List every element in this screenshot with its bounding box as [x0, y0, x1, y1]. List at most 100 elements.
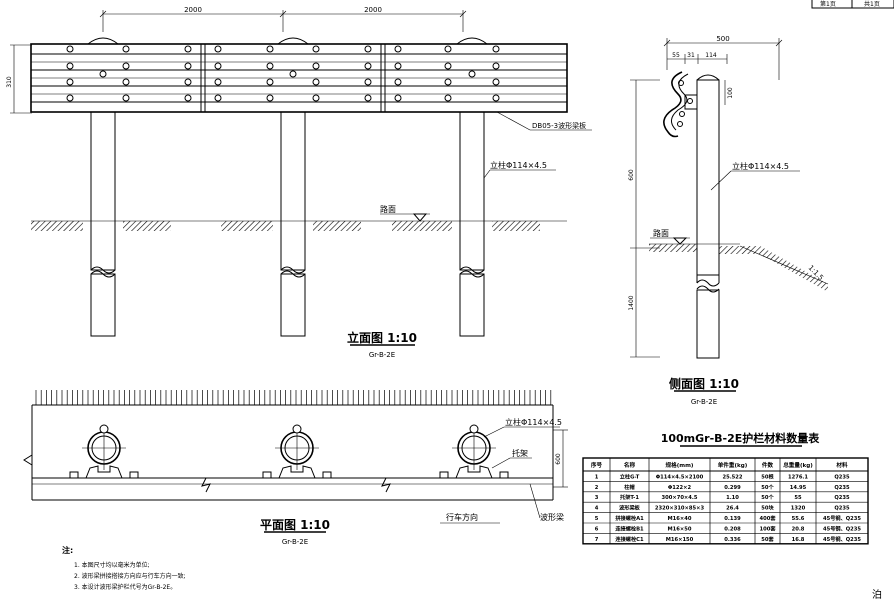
table-cell: Q235 — [834, 495, 850, 501]
table-cell: 300×70×4.5 — [662, 495, 698, 501]
plan-bracket-label-text: 托架 — [512, 448, 528, 458]
side-dim-a: 55 — [672, 52, 680, 59]
plan-post-1 — [69, 424, 139, 479]
side-dim-c: 114 — [705, 52, 717, 59]
table-cell: 55 — [794, 495, 802, 501]
table-cell: 拼接螺栓A1 — [615, 514, 644, 522]
elevation-beam — [30, 37, 568, 113]
side-dim-600: 600 — [628, 169, 635, 181]
side-beam-profile — [663, 71, 698, 138]
table-cell: 0.299 — [724, 485, 741, 491]
corner-label-right: 共1页 — [864, 0, 880, 8]
table-cell: 50块 — [761, 504, 774, 512]
table-cell: 45号钢、Q235 — [823, 535, 861, 543]
material-table: 100mGr-B-2E护栏材料数量表 序号 名称 规格(mm) 单件重(kg) 件数 总重… — [582, 431, 869, 545]
table-title: 100mGr-B-2E护栏材料数量表 — [661, 431, 821, 445]
table-cell: 50根 — [761, 472, 774, 480]
table-cell: 100套 — [759, 524, 776, 532]
table-cell: Q235 — [834, 506, 850, 512]
plan-direction-label-text: 行车方向 — [446, 512, 478, 522]
table-cell: 50个 — [761, 494, 774, 501]
plan-width-dimension: 600 — [553, 429, 568, 488]
table-header-cell: 单件重(kg) — [718, 461, 748, 469]
side-subtitle: Gr-B-2E — [691, 398, 717, 406]
table-cell: 0.139 — [724, 516, 741, 522]
corner-title-block: 第1页 共1页 — [811, 0, 894, 9]
side-view: 500 55 31 114 600 1400 100 — [628, 35, 829, 406]
table-cell: 400套 — [759, 514, 776, 522]
table-cell: 7 — [595, 537, 599, 543]
table-header-cell: 规格(mm) — [666, 461, 694, 469]
elevation-height-dimension: 310 — [6, 44, 32, 114]
notes-item-1: 1. 本图尺寸均以毫米为单位; — [74, 561, 150, 569]
elevation-posts-lower — [90, 266, 485, 337]
table-header-cell: 名称 — [624, 461, 636, 469]
table-cell: 6 — [595, 526, 599, 532]
watermark-glyph: 泊 — [872, 589, 882, 601]
side-ground: 路面 1:1.5 — [649, 228, 829, 292]
elevation-beam-label-text: DB05-3波形梁板 — [532, 121, 586, 130]
table-cell: 14.95 — [790, 485, 807, 491]
side-post-label-text: 立柱Φ114×4.5 — [732, 161, 789, 171]
table-cell: 波形梁板 — [619, 504, 641, 512]
table-cell: 45号钢、Q235 — [823, 524, 861, 532]
table-border — [582, 457, 869, 545]
table-cell: 1.10 — [726, 495, 739, 501]
plan-outline — [23, 405, 554, 501]
table-cell: Φ114×4.5×2100 — [656, 474, 704, 480]
table-cell: 16.8 — [792, 537, 805, 543]
plan-post-label-text: 立柱Φ114×4.5 — [505, 417, 562, 427]
table-cell: Q235 — [834, 474, 850, 480]
plan-title-block: 平面图 1:10 Gr-B-2E — [260, 518, 330, 546]
plan-dim-width: 600 — [555, 453, 562, 465]
elevation-dim-right: 2000 — [364, 6, 382, 14]
table-cell: 2320×310×85×3 — [655, 506, 705, 512]
plan-post-label: 立柱Φ114×4.5 — [483, 417, 562, 438]
plan-beam-label-text: 波形梁 — [540, 512, 564, 522]
plan-beam-label: 波形梁 — [529, 483, 564, 522]
table-cell: 25.522 — [722, 474, 742, 480]
table-cell: 55.6 — [792, 516, 805, 522]
elevation-view: 2000 2000 310 — [6, 6, 592, 359]
table-header-cell: 总重量(kg) — [783, 461, 813, 469]
table-cell: 柱帽 — [624, 483, 634, 491]
side-dim-total: 500 — [716, 35, 729, 43]
table-cell: 0.336 — [724, 537, 741, 543]
plan-view: 600 立柱Φ114×4.5 托架 行车方向 波形梁 平面图 1:10 Gr-B… — [23, 390, 568, 546]
elevation-bolts — [66, 45, 500, 102]
table-cell: 立柱G-T — [620, 472, 640, 480]
table-cell: 45号钢、Q235 — [823, 514, 861, 522]
table-cell: 5 — [595, 516, 599, 522]
elevation-subtitle: Gr-B-2E — [369, 351, 395, 359]
table-cell: 3 — [595, 495, 599, 501]
elevation-dim-height: 310 — [6, 76, 13, 88]
table-header-cell: 材料 — [836, 461, 848, 469]
elevation-dim-left: 2000 — [184, 6, 202, 14]
table-cell: 20.8 — [792, 526, 805, 532]
table-header-cell: 序号 — [591, 461, 603, 469]
plan-subtitle: Gr-B-2E — [282, 538, 308, 546]
table-cell: 0.208 — [724, 526, 741, 532]
table-cell: 连接螺栓C1 — [615, 535, 644, 543]
plan-post-2 — [262, 424, 332, 479]
plan-post-3 — [439, 424, 509, 479]
table-header-cell: 件数 — [762, 461, 774, 469]
plan-tick-row — [32, 390, 553, 406]
side-top-dimensions: 500 55 31 114 — [663, 35, 783, 80]
elevation-road-label: 路面 — [380, 204, 396, 214]
notes-item-2: 2. 波形梁拼接搭接方向应与行车方向一致; — [74, 572, 186, 580]
notes-title: 注: — [62, 545, 73, 555]
table-cell: 50套 — [761, 535, 774, 543]
table-cell: 1320 — [791, 506, 806, 512]
elevation-post-label-text: 立柱Φ114×4.5 — [490, 160, 547, 170]
elevation-post-label: 立柱Φ114×4.5 — [483, 160, 556, 179]
table-cell: 托架T-1 — [620, 493, 639, 501]
notes-item-3: 3. 本设计波形梁护栏代号为Gr-B-2E。 — [74, 583, 176, 591]
side-title-block: 侧面图 1:10 Gr-B-2E — [669, 376, 739, 406]
side-vertical-dimensions: 600 1400 100 — [628, 79, 734, 358]
elevation-top-dimension: 2000 2000 — [99, 6, 467, 32]
elevation-title: 立面图 1:10 — [347, 330, 417, 345]
table-cell: M16×150 — [666, 537, 694, 543]
side-post-label: 立柱Φ114×4.5 — [710, 161, 800, 191]
table-cell: M16×40 — [668, 516, 692, 522]
